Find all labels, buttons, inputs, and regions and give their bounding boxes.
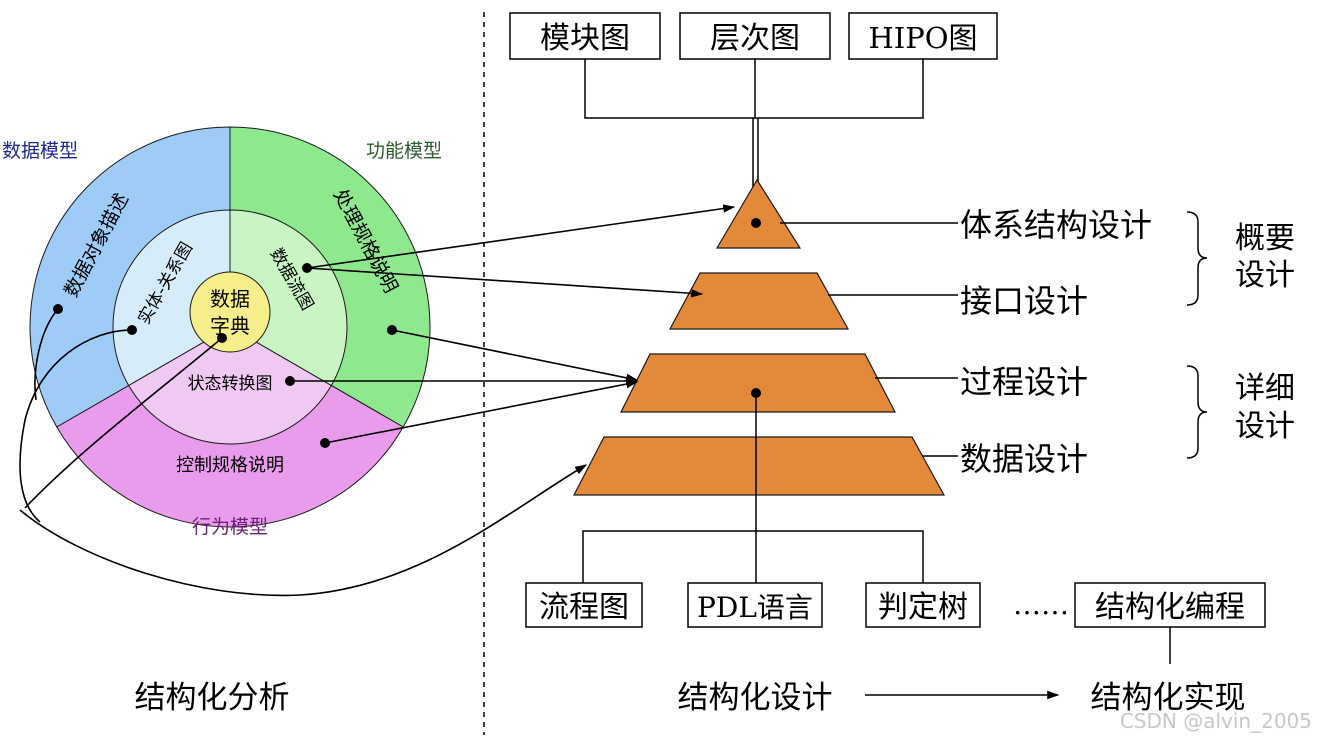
- arrow-dfd-to-architecture: [306, 204, 736, 269]
- design-caption: 结构化设计: [678, 680, 833, 716]
- brace-detail-design: [1186, 365, 1208, 459]
- outer-behavior-label: 控制规格说明: [176, 455, 284, 476]
- tier-interface: [668, 272, 850, 330]
- arrow-dfd-to-interface: [306, 267, 704, 298]
- curve-er-diagram: [19, 329, 133, 523]
- tool-box-hierarchy-chart: [679, 12, 831, 60]
- tool-label-pdl: PDL语言: [697, 591, 813, 624]
- analysis-model-circle: 数据 字典 数据对象描述 处理规格说明 控制规格说明 实体-关系图 数据流图 状…: [2, 126, 442, 538]
- dot-er-diagram: [127, 325, 137, 335]
- inner-data-sector: [112, 209, 231, 387]
- tier-label-data: 数据设计: [960, 440, 1088, 478]
- group-detail-line2: 设计: [1235, 409, 1295, 444]
- data-model-label: 数据模型: [2, 140, 78, 162]
- tool-box-pdl: [687, 582, 823, 628]
- brace-outline-design: [1186, 211, 1208, 306]
- tool-label-hipo-chart: HIPO图: [868, 21, 977, 55]
- tier-label-interface: 接口设计: [960, 282, 1088, 320]
- tool-label-flowchart: 流程图: [539, 590, 629, 625]
- watermark: CSDN @alvin_2005: [1120, 709, 1312, 733]
- tool-label-hierarchy-chart: 层次图: [710, 21, 800, 56]
- dot-data-object-desc: [53, 304, 63, 314]
- mapping-arrows: [19, 204, 736, 597]
- bottom-tools: 流程图 PDL语言 判定树 …… 结构化编程: [525, 582, 1266, 628]
- inner-behavior-label: 状态转换图: [188, 374, 273, 394]
- dot-data-dictionary: [217, 333, 227, 343]
- group-outline-line1: 概要: [1235, 221, 1295, 256]
- group-outline-line2: 设计: [1235, 258, 1295, 293]
- dot-std: [285, 376, 295, 386]
- arrow-data-to-data-design: [19, 464, 588, 597]
- dot-dfd: [302, 263, 312, 273]
- dot-procedure: [751, 388, 761, 398]
- arrow-pspec-to-procedure: [391, 329, 639, 382]
- center-label-line1: 数据: [210, 287, 250, 311]
- center-label-line2: 字典: [210, 314, 250, 338]
- top-tools: 模块图 层次图 HIPO图: [509, 12, 998, 60]
- arrow-cspec-to-procedure: [324, 379, 639, 444]
- behavior-model-label: 行为模型: [192, 516, 268, 538]
- curve-data-dictionary: [24, 337, 223, 509]
- dot-pspec: [387, 325, 397, 335]
- inner-behavior-sector: [128, 326, 332, 445]
- tool-box-module-chart: [509, 12, 661, 60]
- design-pyramid: [573, 178, 946, 496]
- tier-label-architecture: 体系结构设计: [960, 206, 1152, 244]
- tool-box-decision-tree: [865, 582, 981, 628]
- tier-label-procedure: 过程设计: [960, 363, 1088, 401]
- tool-box-hipo-chart: [848, 12, 998, 60]
- function-model-label: 功能模型: [366, 140, 442, 162]
- top-tools-bracket: [584, 59, 924, 119]
- group-detail-line1: 详细: [1235, 371, 1295, 406]
- bottom-tools-bracket: [582, 530, 924, 583]
- implementation-caption: 结构化实现: [1091, 680, 1246, 716]
- tier-architecture: [715, 178, 802, 249]
- tool-label-decision-tree: 判定树: [878, 590, 968, 625]
- data-dictionary-circle: [189, 271, 271, 353]
- dot-cspec: [320, 438, 330, 448]
- analysis-caption: 结构化分析: [135, 680, 290, 716]
- tool-label-module-chart: 模块图: [540, 21, 630, 56]
- ellipsis: ……: [1013, 588, 1069, 621]
- tool-label-structured-coding: 结构化编程: [1095, 590, 1245, 625]
- tier-procedure: [620, 353, 896, 413]
- tier-data: [573, 436, 946, 496]
- tool-box-flowchart: [525, 582, 643, 628]
- tool-box-structured-coding: [1074, 582, 1266, 628]
- dot-architecture: [751, 218, 761, 228]
- inner-function-sector: [229, 209, 348, 387]
